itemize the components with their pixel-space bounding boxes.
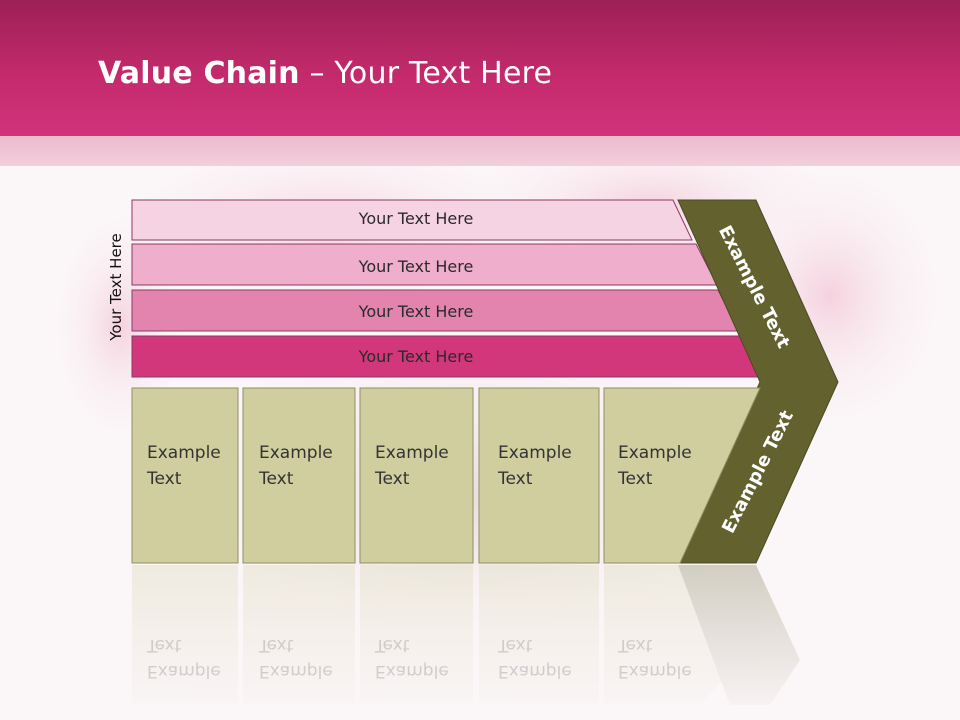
bar-label-4: Your Text Here — [358, 347, 474, 366]
column-label-5-line2: Text — [618, 469, 653, 489]
column-reflection-5-line2: Text — [618, 635, 653, 655]
title-bold: Value Chain — [98, 56, 300, 91]
chevron-arrow[interactable] — [677, 199, 839, 564]
column-reflection-4-line2: Text — [498, 635, 533, 655]
column-reflection-5-line1: Example — [618, 661, 692, 681]
header-banner — [0, 0, 960, 136]
bar-label-2: Your Text Here — [358, 257, 474, 276]
column-reflection-2-line2: Text — [259, 635, 294, 655]
bar-label-1: Your Text Here — [358, 209, 474, 228]
column-reflection-1: Example Text — [147, 632, 221, 684]
column-reflection-3: Example Text — [375, 632, 449, 684]
column-reflection-3-line2: Text — [375, 635, 410, 655]
column-label-4-line2: Text — [498, 469, 533, 489]
column-label-1-line2: Text — [147, 469, 182, 489]
column-reflection-2-line1: Example — [259, 661, 333, 681]
column-label-2-line1: Example — [259, 443, 333, 463]
value-column-5[interactable] — [603, 387, 761, 564]
bar-label-3: Your Text Here — [358, 302, 474, 321]
column-label-2-line2: Text — [259, 469, 294, 489]
column-label-3-line2: Text — [375, 469, 410, 489]
column-reflection-1-line1: Example — [147, 661, 221, 681]
value-column-1[interactable] — [131, 387, 239, 564]
value-column-2[interactable] — [242, 387, 356, 564]
side-label-text: Your Text Here — [107, 233, 125, 341]
value-column-3[interactable] — [359, 387, 474, 564]
column-reflection-4: Example Text — [498, 632, 572, 684]
column-label-3-line1: Example — [375, 443, 449, 463]
header-band — [0, 136, 960, 166]
reflection-fade — [120, 565, 840, 720]
column-reflection-2: Example Text — [259, 632, 333, 684]
column-reflection-1-line2: Text — [147, 635, 182, 655]
column-reflection-4-line1: Example — [498, 661, 572, 681]
column-label-5-line1: Example — [618, 443, 692, 463]
column-label-1-line1: Example — [147, 443, 221, 463]
value-column-4[interactable] — [478, 387, 600, 564]
value-bar-1[interactable] — [131, 199, 693, 241]
column-reflection-5: Example Text — [618, 632, 692, 684]
slide-title: Value Chain – Your Text Here — [98, 56, 552, 91]
column-reflection-3-line1: Example — [375, 661, 449, 681]
title-rest: – Your Text Here — [299, 56, 553, 91]
column-label-4-line1: Example — [498, 443, 572, 463]
